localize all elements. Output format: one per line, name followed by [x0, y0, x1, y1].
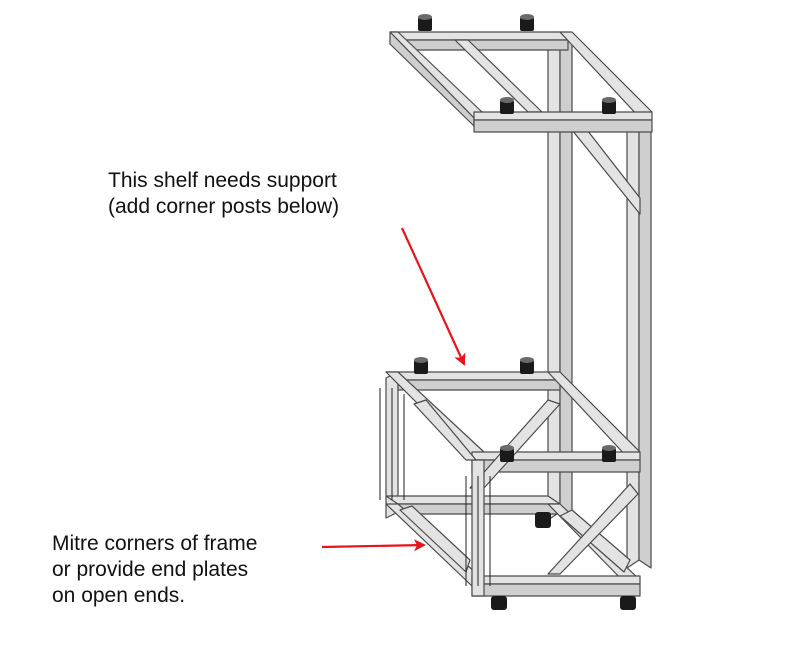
floor-feet — [491, 512, 636, 610]
end-plate-hairlines — [379, 388, 491, 586]
box-lower-diagonal-braces — [399, 399, 639, 575]
mitre-note-line-2: or provide end plates — [52, 558, 249, 581]
top-shelf-mounts — [418, 14, 616, 114]
mitre-note-line-3: on open ends. — [52, 584, 186, 607]
lower-shelf-mounts — [414, 357, 616, 462]
tall-back-post-left — [547, 31, 573, 521]
shelf-support-arrow — [400, 227, 466, 366]
top-shelf-frame — [389, 31, 653, 133]
shelf-support-line-2: (add corner posts below) — [108, 195, 340, 218]
shelf-support-line-1: This shelf needs support — [108, 169, 337, 192]
mitre-corner-arrow — [321, 539, 426, 552]
shelf-support-note: This shelf needs support (add corner pos… — [108, 168, 339, 220]
mitre-corners-note: Mitre corners of frame or provide end pl… — [52, 531, 257, 609]
mitre-note-line-1: Mitre corners of frame — [52, 532, 258, 555]
